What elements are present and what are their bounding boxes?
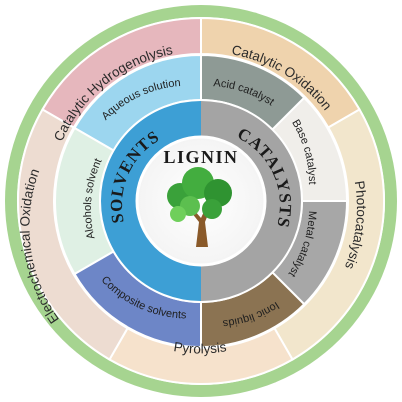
solvents-ring [100,100,201,302]
outer-label-text: Pyrolysis [173,339,228,356]
tree-icon [167,167,232,247]
inner-ring [99,99,303,303]
middle-sectors [54,53,349,349]
center-title: LIGNIN [163,147,238,167]
outer-label-pyrolysis: Pyrolysis [173,339,228,356]
catalysts-ring [201,100,302,302]
center-circle [135,135,267,267]
